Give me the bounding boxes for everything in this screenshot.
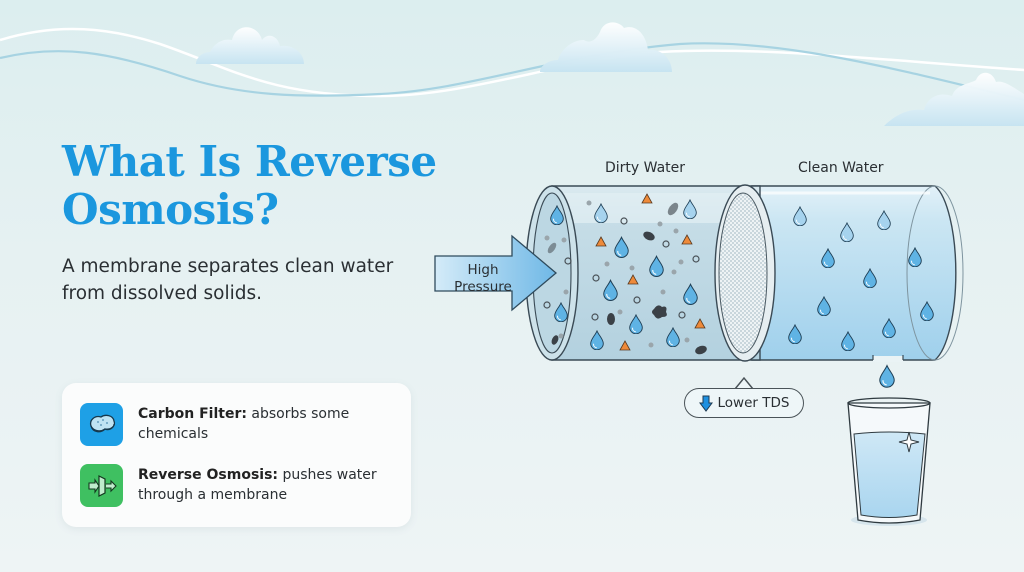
legend-description: pushes water through a membrane	[138, 467, 377, 503]
membrane	[714, 184, 776, 362]
clean-water-tube	[751, 185, 964, 362]
lower-tds-label: Lower TDS	[717, 395, 790, 411]
page-subtitle: A membrane separates clean water from di…	[62, 256, 394, 304]
legend-description: absorbs some chemicals	[138, 406, 350, 442]
legend-item-reverse-osmosis: Reverse Osmosis: pushes water through a …	[80, 464, 388, 507]
legend-card: Carbon Filter: absorbs some chemicals Re…	[62, 383, 411, 527]
page-title: What Is Reverse Osmosis?	[62, 137, 437, 234]
cloud-decoration	[196, 22, 1024, 126]
membrane-arrows-icon	[80, 464, 123, 507]
legend-term: Carbon Filter:	[138, 406, 247, 422]
arrow-down-icon	[698, 395, 713, 412]
high-pressure-arrow	[434, 234, 558, 312]
legend-term: Reverse Osmosis:	[138, 467, 279, 483]
legend-item-carbon-filter: Carbon Filter: absorbs some chemicals	[80, 403, 388, 446]
high-pressure-label: High Pressure	[454, 262, 512, 295]
clean-water-label: Clean Water	[798, 160, 884, 176]
lower-tds-badge: Lower TDS	[684, 388, 804, 418]
water-glass	[847, 397, 931, 526]
dirty-water-label: Dirty Water	[605, 160, 686, 176]
sponge-icon	[80, 403, 123, 446]
